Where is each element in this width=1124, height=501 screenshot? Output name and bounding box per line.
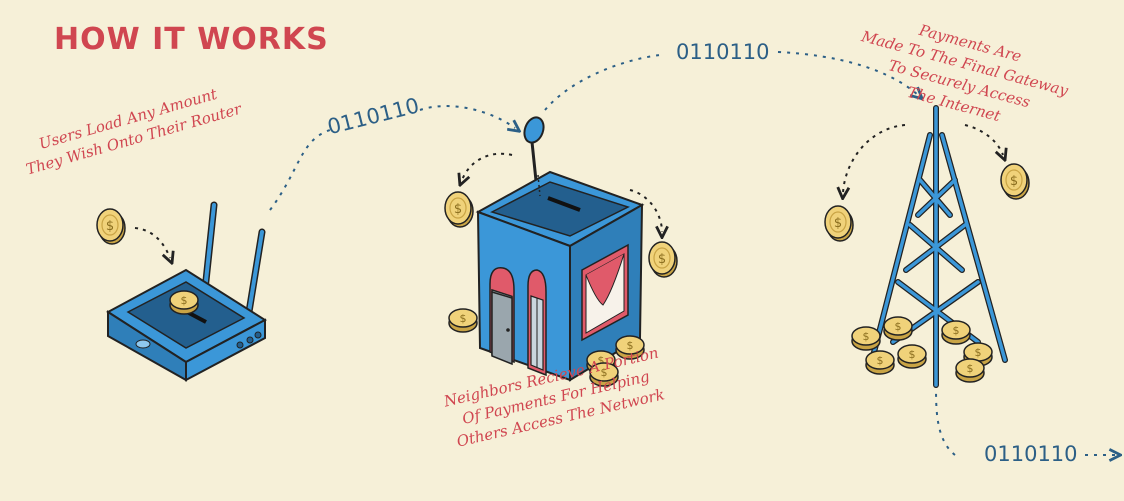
house-right-coin-icon (648, 241, 678, 278)
tower-stack-coin-icon (865, 350, 895, 375)
tower-left-coin-icon (824, 205, 854, 242)
tower-right-coin-icon (1000, 163, 1030, 200)
binary-label-tower-out: 0110110 (984, 442, 1078, 466)
binary-label-house-to-tower: 0110110 (676, 40, 770, 64)
tower-stack-coin-icon (941, 320, 971, 345)
house-left-coin-icon (444, 191, 474, 228)
data-path-tower-out (935, 384, 1115, 455)
house-stack-coin-icon (448, 308, 478, 333)
tower-stack-coin-icon (883, 316, 913, 341)
page-title: HOW IT WORKS (54, 22, 329, 57)
tower-stack-coin-icon (897, 344, 927, 369)
coin-path-tower-right (964, 124, 1003, 155)
router-input-coin-icon (96, 208, 126, 245)
coin-path-house-left (462, 152, 513, 180)
tower-stack-coin-icon (955, 358, 985, 383)
data-path-router-to-house (269, 105, 515, 211)
router-slot-coin-icon (169, 290, 199, 315)
tower-stack-coin-icon (851, 326, 881, 351)
coin-path-into-router (134, 227, 170, 258)
router-icon (106, 201, 267, 382)
data-path-house-to-tower (544, 51, 918, 111)
house-icon (475, 116, 645, 382)
coin-path-tower-left (843, 124, 906, 193)
